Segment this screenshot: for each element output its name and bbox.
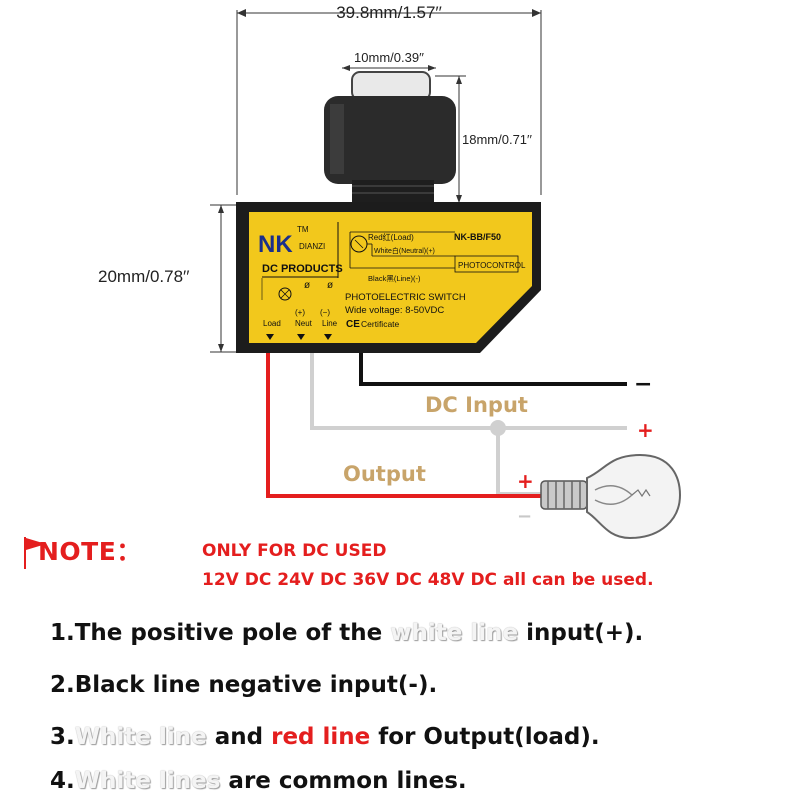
line-symbol-icon: ø <box>327 280 333 291</box>
instruction-2-a: 2.Black line negative input(-). <box>50 672 438 698</box>
brand-logo: NK <box>258 231 293 258</box>
instruction-3-a: 3. <box>50 724 75 750</box>
red-load-text: Red红(Load) <box>368 232 414 242</box>
lens-dimension: 10mm/0.39′′ 18mm/0.71′′ <box>342 50 532 203</box>
red-wire <box>266 353 548 498</box>
instruction-3-e: for Output(load). <box>370 724 600 750</box>
bulb-minus-sign: − <box>517 506 532 527</box>
instruction-1-a: 1.The positive pole of the <box>50 620 391 646</box>
white-wire <box>310 353 627 430</box>
instruction-1-c: input(+). <box>518 620 644 646</box>
neutral-symbol-icon: ø <box>304 280 310 291</box>
switch-body <box>236 202 541 353</box>
bulb-plus-sign: + <box>517 469 534 493</box>
instruction-4: 4.White lines are common lines. <box>50 768 467 794</box>
body-height-text: 20mm/0.78′′ <box>98 267 189 286</box>
plus-sign: + <box>637 418 654 442</box>
brand-name-text: DIANZI <box>299 242 325 251</box>
red-flag-icon <box>24 537 46 569</box>
load-arrow-icon <box>266 334 274 340</box>
instruction-2: 2.Black line negative input(-). <box>50 672 437 698</box>
instruction-3-white-line: White line <box>74 724 207 750</box>
wires <box>266 353 627 498</box>
load-symbol-icon <box>278 287 292 301</box>
certificate-text: Certificate <box>361 319 400 329</box>
term-plus-text: (+) <box>295 308 305 317</box>
note-line-2: 12V DC 24V DC 36V DC 48V DC all can be u… <box>202 570 654 590</box>
trademark-text: TM <box>297 225 309 234</box>
wide-voltage-text: Wide voltage: 8-50VDC <box>345 305 444 316</box>
black-line-text: Black黑(Line)(-) <box>368 274 421 283</box>
dc-products-text: DC PRODUCTS <box>262 263 343 275</box>
instruction-3-red-line: red line <box>271 724 371 750</box>
instruction-4-white-lines: White lines <box>74 768 221 794</box>
ce-mark: CE <box>346 319 360 330</box>
lens-height-text: 18mm/0.71′′ <box>462 132 532 147</box>
model-text: NK-BB/F50 <box>454 232 501 242</box>
term-neut-text: Neut <box>295 319 313 328</box>
photocontrol-text: PHOTOCONTROL <box>458 261 526 270</box>
white-neutral-text: White白(Neutral)(+) <box>374 246 435 255</box>
light-bulb-icon <box>540 453 682 540</box>
note-title: NOTE： <box>38 537 142 566</box>
black-wire <box>359 353 627 386</box>
lens-width-text: 10mm/0.39′′ <box>354 50 424 65</box>
photoelectric-switch-text: PHOTOELECTRIC SWITCH <box>345 292 466 303</box>
line-arrow-icon <box>324 334 332 340</box>
instruction-4-a: 4. <box>50 768 75 794</box>
instruction-1-white-line: white line <box>390 620 519 646</box>
term-minus-text: (−) <box>320 308 330 317</box>
output-label: Output <box>343 462 426 486</box>
width-dimension-text: 39.8mm/1.57′′ <box>336 3 442 22</box>
dc-input-label: DC Input <box>425 393 528 417</box>
width-dimension: 39.8mm/1.57′′ <box>236 3 542 195</box>
neut-arrow-icon <box>297 334 305 340</box>
term-line-text: Line <box>322 319 338 328</box>
body-height-dimension: 20mm/0.78′′ <box>98 204 236 353</box>
instruction-3-c: and <box>206 724 272 750</box>
photo-sensor-cap <box>324 71 456 202</box>
term-load-text: Load <box>263 319 281 328</box>
instruction-4-c: are common lines. <box>220 768 467 794</box>
minus-sign: − <box>634 372 652 397</box>
instruction-3: 3.White line and red line for Output(loa… <box>50 724 600 750</box>
product-label: NK TM DIANZI DC PRODUCTS Red红(Load) Whit… <box>258 222 526 340</box>
instruction-1: 1.The positive pole of the white line in… <box>50 620 643 646</box>
note-line-1: ONLY FOR DC USED <box>202 541 387 561</box>
